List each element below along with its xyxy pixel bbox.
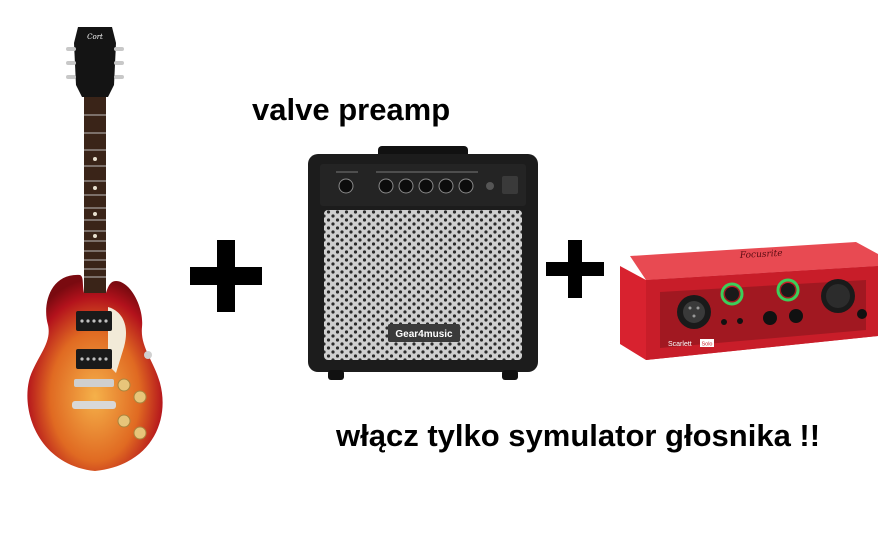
audio-interface-image: Focusrite Scarlett Solo bbox=[620, 242, 878, 360]
guitar-amplifier-image: Gear4music bbox=[308, 146, 538, 380]
interface-brand-logo: Focusrite bbox=[739, 249, 783, 261]
interface-model-label: Scarlett bbox=[668, 341, 692, 348]
electric-guitar-image: Cort bbox=[27, 27, 163, 471]
plus-icon bbox=[546, 240, 604, 298]
headstock-logo: Cort bbox=[87, 33, 103, 41]
plus-icon bbox=[190, 240, 262, 312]
caption-valve-preamp: valve preamp bbox=[252, 92, 451, 127]
interface-model-suffix: Solo bbox=[701, 342, 712, 348]
amp-brand-badge: Gear4music bbox=[395, 329, 453, 340]
caption-speaker-simulator-note: włącz tylko symulator głosnika !! bbox=[336, 418, 821, 453]
